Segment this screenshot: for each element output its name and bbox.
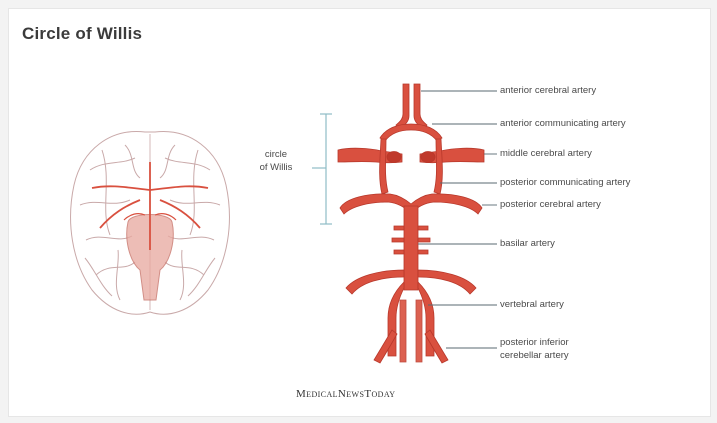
label-vertebral-artery: vertebral artery <box>500 299 564 311</box>
label-posterior-communicating-artery: posterior communicating artery <box>500 177 630 189</box>
label-posterior-inferior-line2: cerebellar artery <box>500 350 569 362</box>
circle-of-willis-label: circle of Willis <box>252 148 300 174</box>
brain-arteries <box>92 162 208 250</box>
label-basilar-artery: basilar artery <box>500 238 555 250</box>
brand-logo: MedicalNewsToday <box>296 388 395 400</box>
label-anterior-communicating-artery: anterior communicating artery <box>500 118 626 130</box>
basilar-split-highlight <box>409 292 413 304</box>
label-anterior-cerebral-artery: anterior cerebral artery <box>500 85 596 97</box>
label-posterior-cerebral-artery: posterior cerebral artery <box>500 199 601 211</box>
artery-diagram <box>338 84 484 363</box>
label-posterior-inferior-line1: posterior inferior <box>500 337 569 349</box>
label-middle-cerebral-artery: middle cerebral artery <box>500 148 592 160</box>
circle-bracket <box>312 114 332 224</box>
